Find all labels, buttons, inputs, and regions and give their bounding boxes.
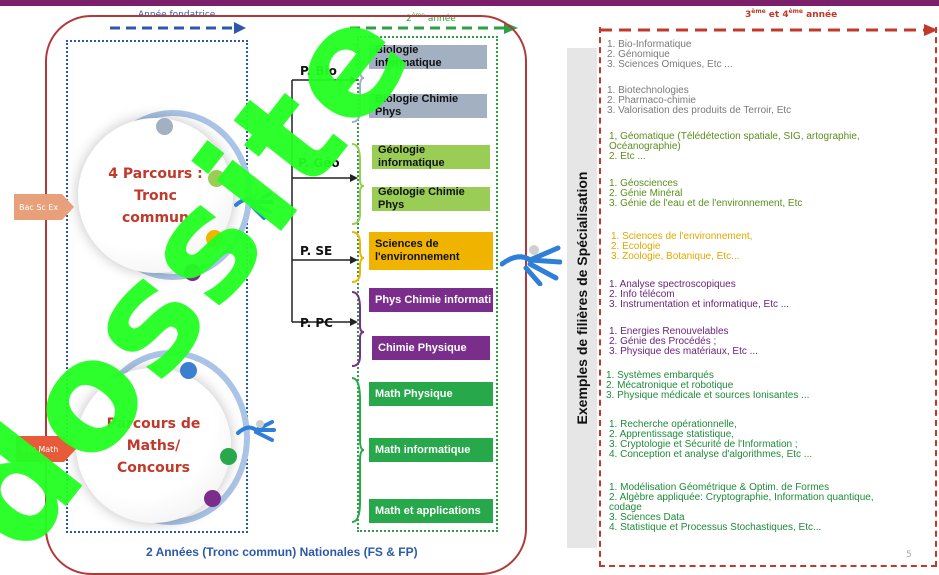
dot-purple	[184, 264, 201, 281]
dot-yellow	[206, 230, 223, 247]
vertical-title-bar: Exemples de filières de Spécialisation	[567, 48, 597, 548]
year2-box	[357, 36, 498, 532]
spec-group: 1. Modélisation Géométrique & Optim. de …	[609, 482, 874, 533]
spec-group: 1. Systèmes embarqués 2. Mécatronique et…	[606, 370, 810, 401]
track-box: Math informatique	[369, 438, 493, 462]
top-color-bar	[0, 0, 939, 6]
spec-group: 1. Biotechnologies 2. Pharmaco-chimie 3.…	[607, 85, 792, 116]
spec-group: 1. Sciences de l'environnement, 2. Ecolo…	[611, 231, 753, 262]
year34-label: 3ème et 4ème année	[745, 8, 838, 20]
spec-group: 1. Energies Renouvelables 2. Génie des P…	[609, 326, 758, 357]
track-box: Math Physique	[369, 382, 493, 406]
spec-group: 1. Recherche opérationnelle, 2. Apprenti…	[609, 419, 813, 460]
dot-purple-2	[204, 490, 221, 507]
branch-lines	[291, 76, 358, 326]
track-braces	[351, 43, 365, 523]
year34-arrow	[600, 24, 938, 36]
track-box: Sciences de l'environnement	[369, 232, 493, 270]
track-box: Biologie informatique	[369, 44, 487, 69]
year1-arrow	[110, 22, 246, 34]
bac-math-tag: Bac Math	[16, 436, 76, 462]
spec-group: 1. Géosciences 2. Génie Minéral 3. Génie…	[609, 178, 803, 209]
bottom-title: 2 Années (Tronc commun) Nationales (FS &…	[146, 545, 418, 559]
dot-green	[220, 448, 237, 465]
dot-blue	[180, 362, 197, 379]
track-box: Chimie Physique	[372, 336, 490, 360]
year1-box	[66, 40, 248, 533]
hand-connector-icon	[236, 420, 276, 442]
maths-circle-text: Parcours de Maths/ Concours	[106, 415, 201, 476]
tronc-commun-text: 4 Parcours : Tronc commun	[108, 165, 203, 226]
branch-label: P. Bio	[300, 64, 337, 78]
track-box: Phys Chimie informati	[369, 288, 493, 312]
track-box: Biologie Chimie Phys	[369, 93, 487, 118]
spec-group: 1. Analyse spectroscopiques 2. Info télé…	[609, 279, 790, 310]
spec-group: 1. Bio-Informatique 2. Génomique 3. Scie…	[607, 39, 733, 70]
branch-label: P. PC	[300, 316, 333, 330]
vertical-title: Exemples de filières de Spécialisation	[574, 171, 590, 425]
dot-grey	[156, 118, 173, 135]
hand-connector-icon	[500, 245, 562, 286]
tronc-commun-circle: 4 Parcours : Tronc commun	[78, 118, 233, 273]
branch-label: P. SE	[300, 244, 333, 258]
dot-green-light	[208, 170, 225, 187]
page-number: 5	[906, 550, 912, 560]
bac-sc-ex-tag: Bac Sc Ex	[14, 194, 74, 220]
branch-label: P. Géo	[298, 156, 340, 170]
spec-group: 1, Géomatique (Télédétection spatiale, S…	[609, 131, 860, 162]
track-box: Géologie informatique	[372, 144, 490, 169]
track-box: Math et applications	[369, 499, 493, 523]
hand-connector-icon	[234, 192, 274, 220]
track-box: Géologie Chimie Phys	[372, 186, 490, 211]
